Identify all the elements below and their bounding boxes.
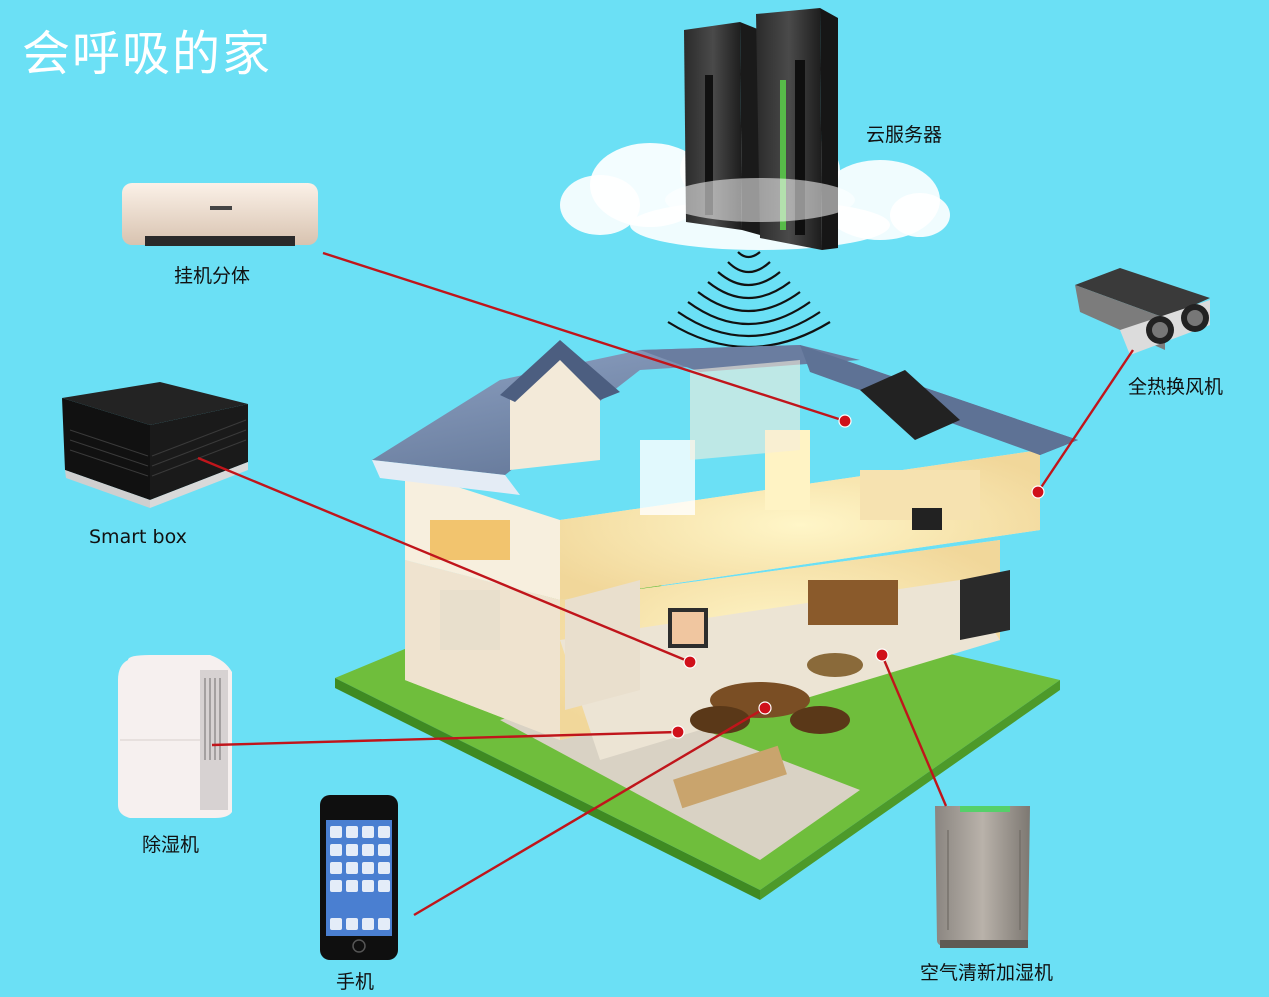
connector-lines xyxy=(197,251,1134,917)
connector-split-ac xyxy=(322,251,846,423)
house-illustration xyxy=(335,340,1078,900)
dehumidifier-icon xyxy=(118,655,232,818)
dot-dehumidifier xyxy=(671,725,685,739)
smart-box-icon xyxy=(62,382,248,508)
dot-smart-box xyxy=(683,655,697,669)
dot-phone xyxy=(758,701,772,715)
cloud-server-icon xyxy=(665,8,855,250)
dot-split-ac xyxy=(838,414,852,428)
air-purifier-icon xyxy=(935,806,1030,948)
connector-air-purifier xyxy=(880,654,948,807)
mobile-phone-icon xyxy=(320,795,398,960)
connection-dots xyxy=(671,414,1045,739)
label-erv: 全热换风机 xyxy=(1128,376,1224,398)
label-dehumidifier: 除湿机 xyxy=(142,834,200,856)
split-ac-icon xyxy=(122,183,318,246)
label-smart-box: Smart box xyxy=(89,526,187,548)
page-title: 会呼吸的家 xyxy=(22,26,273,82)
label-phone: 手机 xyxy=(336,971,375,993)
label-cloud-server: 云服务器 xyxy=(866,124,943,146)
label-air-purifier: 空气清新加湿机 xyxy=(920,962,1054,984)
connector-smart-box xyxy=(197,456,691,664)
connector-erv xyxy=(1037,349,1134,493)
connector-phone xyxy=(413,706,766,917)
wireless-signal-icon xyxy=(667,251,831,349)
label-split-ac: 挂机分体 xyxy=(174,265,251,287)
connector-dehumidifier xyxy=(211,730,679,747)
erv-unit-icon xyxy=(1075,268,1210,355)
dot-air-purifier xyxy=(875,648,889,662)
dot-erv xyxy=(1031,485,1045,499)
